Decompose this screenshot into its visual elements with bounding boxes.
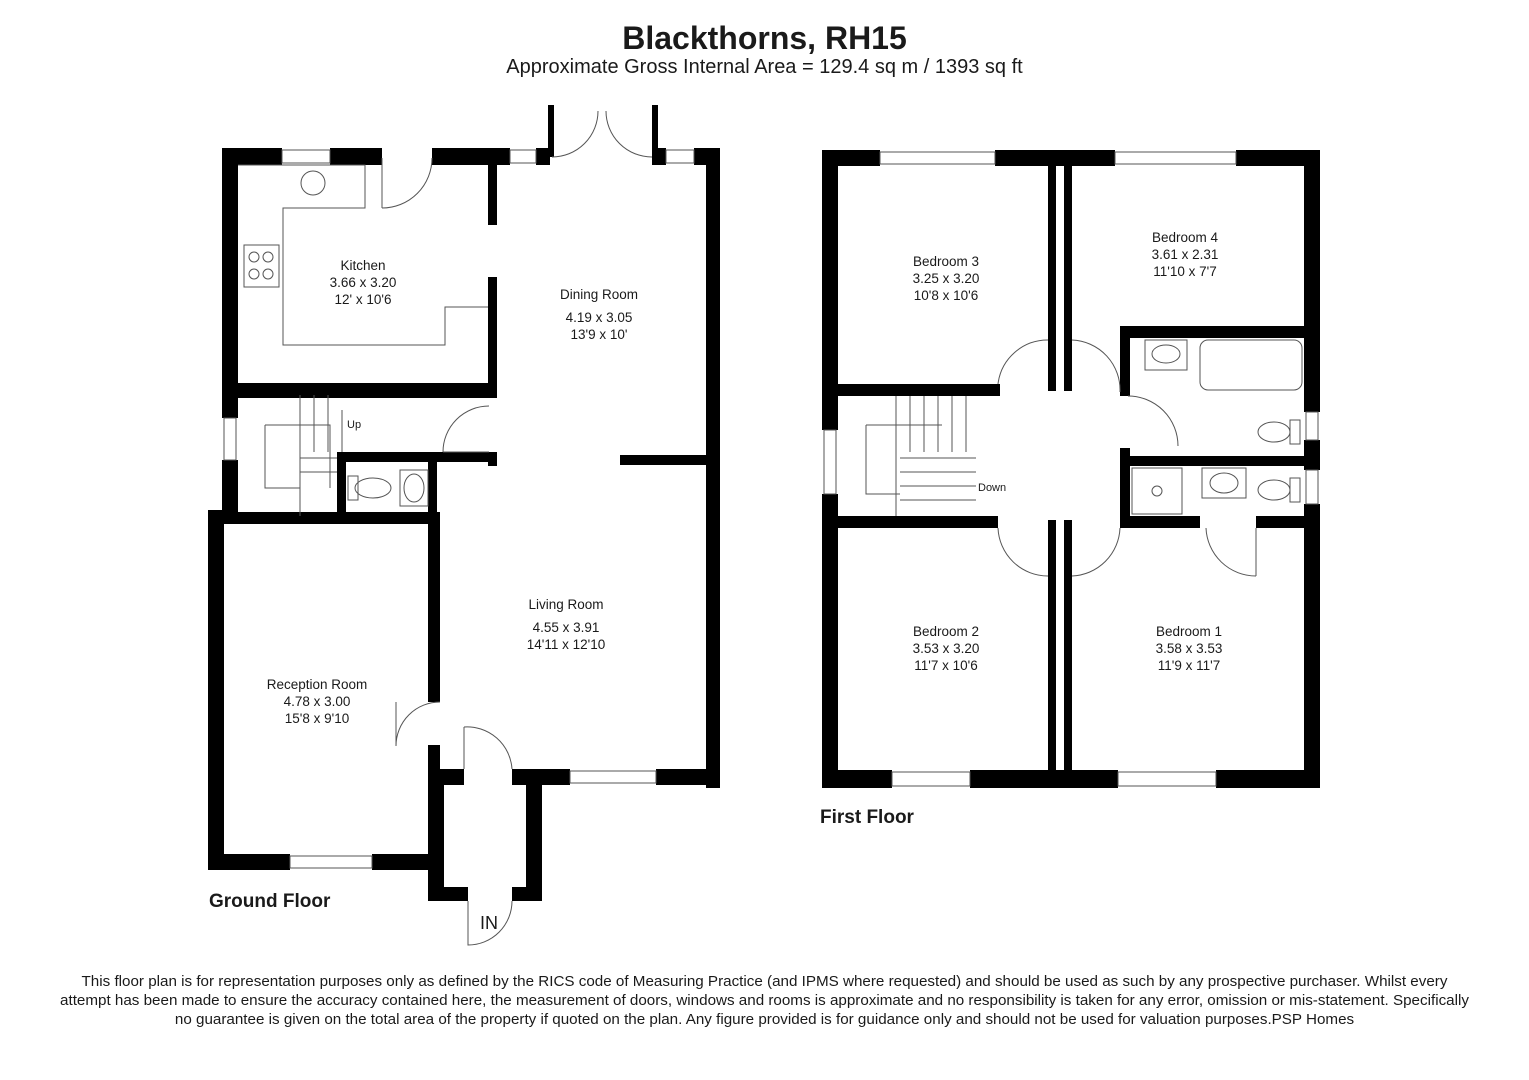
plan-title: Blackthorns, RH15 bbox=[622, 20, 907, 56]
room-metric: 3.25 x 3.20 bbox=[912, 271, 980, 286]
entrance-label: IN bbox=[480, 913, 498, 933]
room-imperial: 11'10 x 7'7 bbox=[1153, 264, 1217, 279]
stairs-down-label: Down bbox=[978, 482, 1007, 494]
room-metric: 4.19 x 3.05 bbox=[565, 310, 633, 325]
room-imperial: 10'8 x 10'6 bbox=[913, 288, 979, 303]
ground-floor-walls bbox=[208, 105, 720, 901]
room-dining: Dining Room 4.19 x 3.05 13'9 x 10' bbox=[560, 286, 638, 343]
room-kitchen: Kitchen 3.66 x 3.20 12' x 10'6 bbox=[330, 257, 397, 308]
plan-subtitle: Approximate Gross Internal Area = 129.4 … bbox=[506, 56, 1023, 78]
stairs-up-label: Up bbox=[347, 419, 362, 431]
room-reception: Reception Room 4.78 x 3.00 15'8 x 9'10 bbox=[267, 676, 368, 727]
room-metric: 3.66 x 3.20 bbox=[329, 275, 397, 290]
room-bedroom-2: Bedroom 2 3.53 x 3.20 11'7 x 10'6 bbox=[913, 623, 980, 674]
room-imperial: 11'9 x 11'7 bbox=[1157, 658, 1221, 673]
room-metric: 4.55 x 3.91 bbox=[532, 620, 600, 635]
room-name: Bedroom 4 bbox=[1151, 230, 1219, 245]
first-floor-label: First Floor bbox=[820, 807, 914, 828]
room-name: Bedroom 2 bbox=[912, 624, 980, 639]
first-floor-walls bbox=[822, 150, 1320, 788]
room-bedroom-4: Bedroom 4 3.61 x 2.31 11'10 x 7'7 bbox=[1152, 229, 1219, 280]
room-living: Living Room 4.55 x 3.91 14'11 x 12'10 bbox=[527, 596, 605, 653]
room-name: Living Room bbox=[528, 597, 604, 612]
room-name: Dining Room bbox=[559, 287, 639, 302]
room-bedroom-1: Bedroom 1 3.58 x 3.53 11'9 x 11'7 bbox=[1156, 623, 1223, 674]
room-imperial: 14'11 x 12'10 bbox=[526, 637, 606, 652]
room-bedroom-3: Bedroom 3 3.25 x 3.20 10'8 x 10'6 bbox=[913, 253, 980, 304]
room-name: Bedroom 3 bbox=[912, 254, 980, 269]
room-imperial: 13'9 x 10' bbox=[570, 327, 628, 342]
disclaimer-text: This floor plan is for representation pu… bbox=[60, 973, 1469, 1028]
room-imperial: 11'7 x 10'6 bbox=[914, 658, 978, 673]
room-name: Bedroom 1 bbox=[1155, 624, 1223, 639]
room-name: Reception Room bbox=[266, 677, 368, 692]
room-name: Kitchen bbox=[340, 258, 386, 273]
room-metric: 3.58 x 3.53 bbox=[1155, 641, 1223, 656]
room-metric: 4.78 x 3.00 bbox=[283, 694, 351, 709]
fixtures bbox=[223, 110, 1319, 946]
room-imperial: 15'8 x 9'10 bbox=[284, 711, 350, 726]
room-metric: 3.53 x 3.20 bbox=[912, 641, 980, 656]
room-metric: 3.61 x 2.31 bbox=[1151, 247, 1219, 262]
room-imperial: 12' x 10'6 bbox=[334, 292, 392, 307]
ground-floor-label: Ground Floor bbox=[209, 891, 331, 912]
